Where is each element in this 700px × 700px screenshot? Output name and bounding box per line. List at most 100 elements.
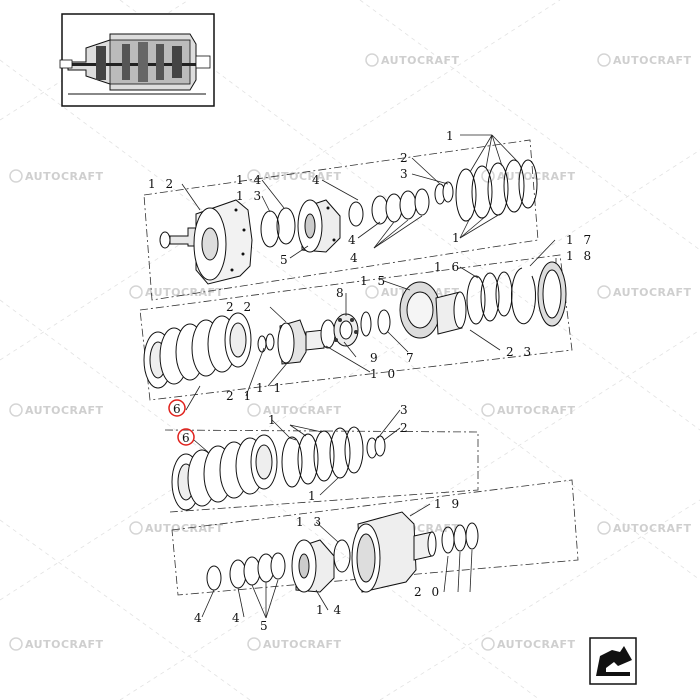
splined-hub-part-22 [257,319,325,365]
callout-13: 1 3 [236,189,264,203]
callout-15: 1 5 [360,274,388,288]
callout-2: 2 [400,151,411,165]
callout-4: 4 [232,611,243,625]
watermark-logo: AUTOCRAFT [9,403,104,417]
overview-thumbnail[interactable] [59,13,215,107]
seal-rings-part-4 [348,188,430,227]
gear-part-15 [399,281,467,339]
watermark-logo: AUTOCRAFT [247,637,342,651]
spring-set-part-1-lower [281,426,364,488]
watermark-logo: AUTOCRAFT [247,169,342,183]
callout-5: 5 [260,619,271,633]
highlighted-callout-6-lower[interactable]: 6 [177,428,209,453]
seal-rings-part-20 [441,522,479,554]
callout-3: 3 [400,403,411,417]
callout-1: 1 [446,129,457,143]
callout-18: 1 8 [566,249,594,263]
svg-text:AUTOCRAFT: AUTOCRAFT [263,404,342,417]
piston-part-5 [297,199,341,253]
watermark-logo: AUTOCRAFT [247,403,342,417]
row-2-parts [143,261,567,389]
callout-4: 4 [312,173,323,187]
transmission-cross-section-thumbnail [59,33,211,95]
snap-ring-part-17 [511,267,537,325]
callout-22: 2 2 [226,300,254,314]
watermark-logo: AUTOCRAFT [129,521,223,535]
callout-4: 4 [194,611,205,625]
snap-ring-part-13-lower [333,539,351,573]
watermark-logo: AUTOCRAFT [481,637,576,651]
callout-3: 3 [400,167,411,181]
clutch-disc-pack-part-6-upper [143,312,252,389]
assembly-group-outlines [139,139,579,596]
watermark-logo: AUTOCRAFT [481,169,576,183]
seal-rings-part-4-lower [206,552,286,591]
snap-ring-part-13 [260,207,296,248]
callout-21: 2 1 [226,389,254,403]
clutch-disc-pack-part-6-lower [171,434,278,511]
callout-16: 1 6 [434,260,462,274]
watermark-logo: AUTOCRAFT [597,53,692,67]
ring-gear-part-18 [537,261,567,327]
watermark-logo: AUTOCRAFT [9,637,104,651]
svg-text:AUTOCRAFT: AUTOCRAFT [263,170,342,183]
callout-1: 1 [308,489,319,503]
leader-lines [181,134,557,619]
callout-9: 9 [370,351,381,365]
svg-text:AUTOCRAFT: AUTOCRAFT [381,54,460,67]
svg-text:AUTOCRAFT: AUTOCRAFT [25,638,104,651]
callout-7: 7 [406,351,417,365]
bearing-parts-8-9-10 [320,309,391,349]
callout-labels: 1 2 3 1 2 1 4 1 3 4 4 4 5 1 1 7 1 8 1 6 … [148,129,594,633]
next-page-arrow-icon[interactable] [589,637,637,685]
svg-text:6: 6 [173,402,184,416]
watermark-logo: AUTOCRAFT [129,285,224,299]
callout-10: 1 0 [370,367,398,381]
svg-text:AUTOCRAFT: AUTOCRAFT [25,170,104,183]
callout-20: 2 0 [414,585,442,599]
svg-text:AUTOCRAFT: AUTOCRAFT [25,404,104,417]
callout-8: 8 [336,286,347,300]
callout-12: 1 2 [148,177,176,191]
svg-text:AUTOCRAFT: AUTOCRAFT [497,638,576,651]
callout-23: 2 3 [506,345,534,359]
svg-text:6: 6 [182,431,193,445]
svg-text:AUTOCRAFT: AUTOCRAFT [613,522,692,535]
callout-14: 1 4 [316,603,344,617]
callout-19: 1 9 [434,497,462,511]
springs-part-16-23 [466,271,513,325]
thrust-rings-part-2-3 [434,181,454,205]
clutch-drum-part-19 [351,511,437,593]
watermark-logo: AUTOCRAFT [597,285,692,299]
callout-11: 1 1 [256,381,284,395]
svg-text:AUTOCRAFT: AUTOCRAFT [613,286,692,299]
callout-1: 1 [268,413,279,427]
callout-4: 4 [350,251,361,265]
row-3-parts [171,426,386,511]
callout-2: 2 [400,421,411,435]
svg-text:AUTOCRAFT: AUTOCRAFT [263,638,342,651]
callout-14: 1 4 [236,173,264,187]
callout-17: 1 7 [566,233,594,247]
svg-text:AUTOCRAFT: AUTOCRAFT [497,170,576,183]
watermark-logo: AUTOCRAFT [365,53,460,67]
piston-part-5-lower [291,539,335,593]
watermark-logo: AUTOCRAFT [597,521,692,535]
callout-1: 1 [452,231,463,245]
thrust-rings-part-2-3-lower [366,435,386,459]
callout-4: 4 [348,233,359,247]
svg-text:AUTOCRAFT: AUTOCRAFT [145,286,224,299]
callout-5: 5 [280,253,291,267]
watermark-logo: AUTOCRAFT [9,169,104,183]
svg-text:AUTOCRAFT: AUTOCRAFT [497,404,576,417]
spring-set-part-1 [455,159,538,222]
clutch-hub-part-12 [159,199,253,285]
svg-text:AUTOCRAFT: AUTOCRAFT [613,54,692,67]
callout-13: 1 3 [296,515,324,529]
highlighted-callout-6-upper[interactable]: 6 [168,385,201,417]
watermark-logo: AUTOCRAFT [481,403,576,417]
row-1-parts [159,159,538,285]
row-4-parts [206,511,479,593]
